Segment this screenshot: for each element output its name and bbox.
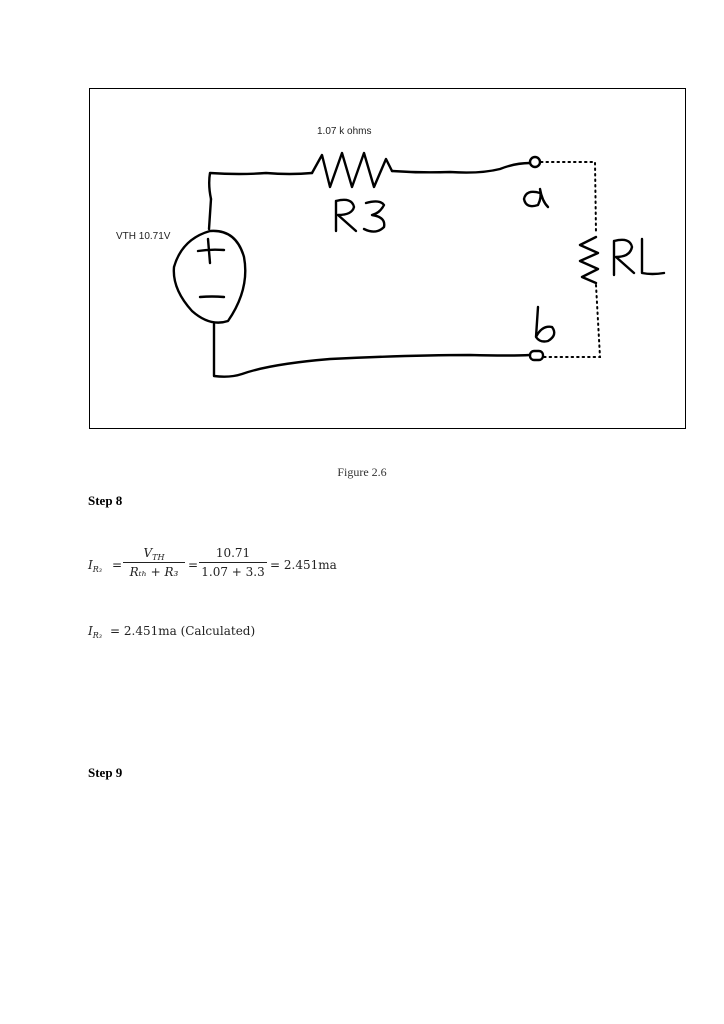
- step-9-heading: Step 9: [88, 765, 123, 780]
- dotted-wire-top: [540, 161, 597, 234]
- dotted-wire-bottom: [543, 284, 602, 358]
- letter-l-load: [640, 237, 666, 276]
- eq1-frac2-bar: [199, 562, 267, 563]
- eq2-lhs: IR₃: [88, 624, 102, 640]
- eq1-result: = 2.451ma: [270, 558, 337, 572]
- figure-caption: Figure 2.6: [337, 465, 387, 479]
- load-resistor-zigzag: [578, 235, 600, 285]
- resistor-value-label: 1.07 k ohms: [317, 126, 372, 137]
- eq1-frac1-bar: [123, 562, 185, 563]
- eq1-lhs-symbol: I: [88, 558, 93, 572]
- step-8-heading: Step 8: [88, 493, 123, 508]
- eq1-fraction-numeric: 10.71 1.07 + 3.3: [199, 546, 267, 579]
- voltage-source-circle: [172, 229, 247, 324]
- terminal-b-node: [528, 349, 545, 362]
- left-vertical-wire: [207, 197, 213, 231]
- circuit-figure: 1.07 k ohms VTH 10.71V: [89, 88, 686, 429]
- eq2-rhs: = 2.451ma (Calculated): [110, 624, 256, 638]
- minus-sign: [198, 295, 226, 299]
- eq1-frac2-numerator: 10.71: [215, 546, 251, 560]
- eq1-frac1-denominator: Rₜₕ + R₃: [129, 565, 179, 579]
- eq1-frac2-denominator: 1.07 + 3.3: [201, 565, 265, 579]
- letter-r-load: [612, 238, 636, 277]
- letter-b: [534, 305, 556, 343]
- eq1-equals-1: =: [112, 558, 123, 572]
- eq2-lhs-subscript: R₃: [92, 631, 102, 640]
- top-right-wire: [390, 161, 532, 174]
- source-label: VTH 10.71V: [116, 231, 171, 242]
- eq1-lhs: IR₃: [88, 558, 102, 574]
- eq2-lhs-symbol: I: [88, 624, 93, 638]
- resistor-r3-zigzag: [310, 151, 394, 189]
- eq1-equals-2: =: [188, 558, 199, 572]
- eq1-frac1-num-subscript: TH: [152, 553, 165, 562]
- top-left-wire: [208, 171, 314, 201]
- r3-letter-r: [334, 198, 358, 233]
- plus-sign: [196, 237, 226, 265]
- bottom-wire: [212, 322, 532, 378]
- eq1-frac1-num-symbol: V: [143, 546, 153, 560]
- letter-a: [522, 187, 550, 209]
- eq1-fraction-symbolic: VTH Rₜₕ + R₃: [123, 546, 185, 579]
- circuit-drawing: [172, 151, 666, 378]
- terminal-a-node: [528, 155, 542, 169]
- eq1-lhs-subscript: R₃: [92, 565, 102, 574]
- r3-letter-3: [362, 200, 386, 233]
